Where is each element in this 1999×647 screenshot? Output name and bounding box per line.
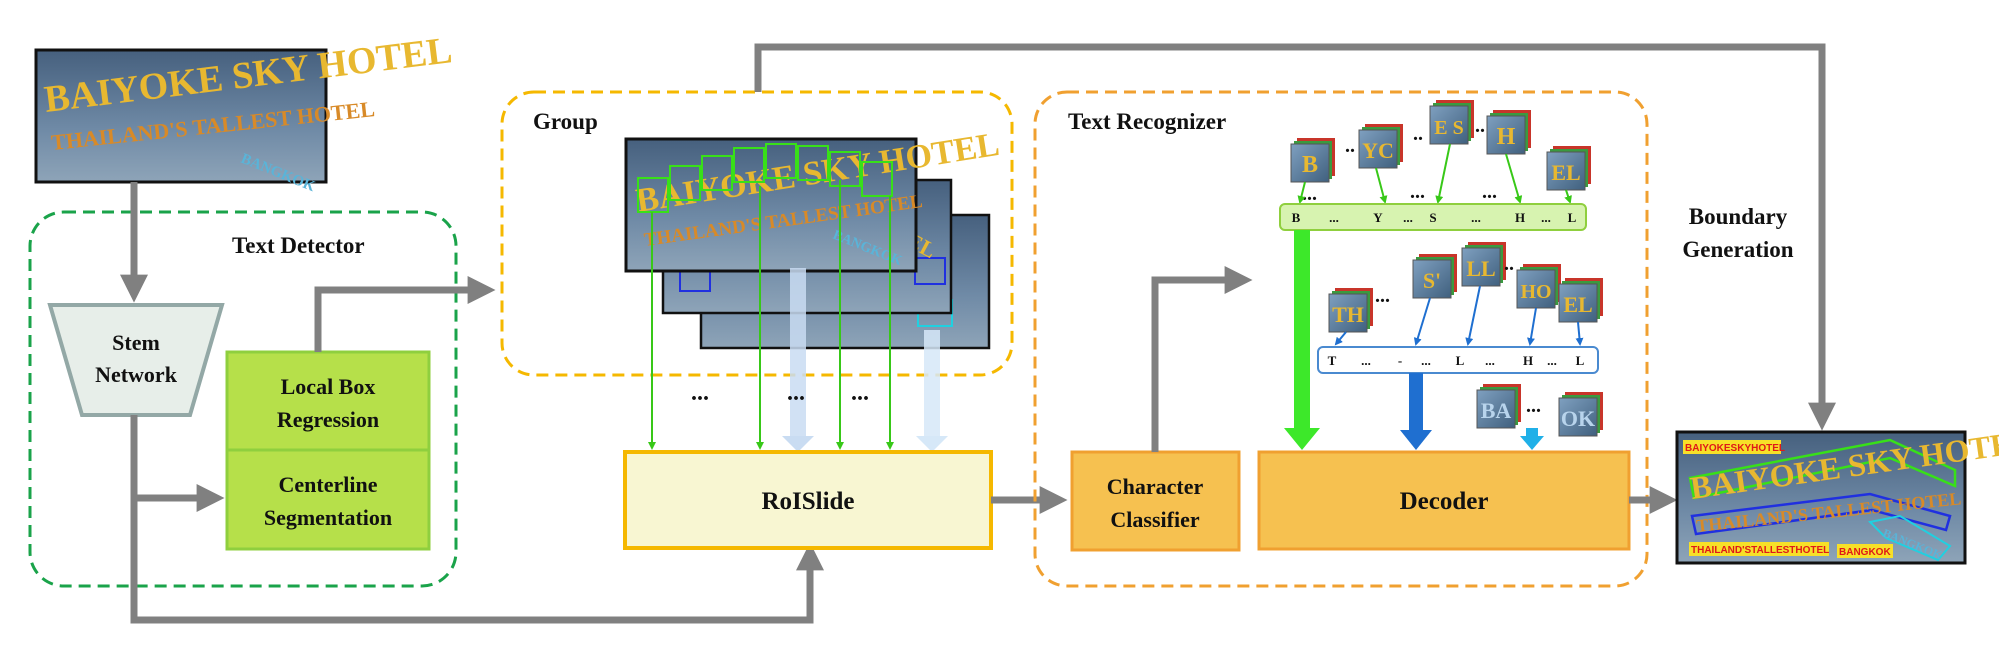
- svg-text:Network: Network: [95, 362, 178, 387]
- svg-text:...: ...: [1526, 395, 1541, 417]
- sequence-bar-blue: [1317, 346, 1599, 374]
- svg-text:E S: E S: [1434, 117, 1463, 139]
- svg-text:EL: EL: [1563, 292, 1592, 317]
- text-recognizer-label: Text Recognizer: [1068, 109, 1226, 134]
- output-tag-2: THAILAND'STALLESTHOTEL: [1691, 545, 1829, 556]
- middle-glyph-arrows: [1334, 285, 1584, 346]
- svg-text:Centerline: Centerline: [279, 472, 378, 497]
- svg-text:...: ...: [1547, 353, 1557, 368]
- text-detector-region: [28, 210, 458, 588]
- svg-text:Classifier: Classifier: [1110, 507, 1199, 532]
- svg-text:YC: YC: [1362, 138, 1394, 163]
- glyph-row-top: B YC E S H EL .. .. .. ... ... ...: [1290, 100, 1591, 205]
- sequence-green-tokens: B ... Y ... S ... H ... L: [1292, 210, 1577, 225]
- svg-text:S': S': [1423, 268, 1441, 293]
- input-image: BAIYOKE SKY HOTEL THAILAND'S TALLEST HOT…: [34, 29, 454, 195]
- svg-text:...: ...: [1329, 210, 1339, 225]
- svg-text:H: H: [1523, 353, 1533, 368]
- output-tag-1: BAIYOKESKYHOTEL: [1685, 443, 1785, 454]
- svg-text:HO: HO: [1520, 281, 1551, 303]
- svg-text:Generation: Generation: [1682, 237, 1793, 262]
- svg-text:BA: BA: [1481, 398, 1512, 423]
- svg-text:Character: Character: [1107, 474, 1204, 499]
- svg-text:..: ..: [1504, 253, 1514, 275]
- svg-text:LL: LL: [1466, 256, 1495, 281]
- svg-text:OK: OK: [1561, 406, 1595, 431]
- group-dots-a: ...: [691, 380, 709, 406]
- svg-text:TH: TH: [1332, 302, 1364, 327]
- svg-text:B: B: [1302, 152, 1318, 178]
- svg-text:...: ...: [1410, 181, 1425, 203]
- group-label: Group: [533, 109, 598, 134]
- svg-text:...: ...: [1421, 353, 1431, 368]
- output-tag-3: BANGKOK: [1839, 547, 1891, 558]
- svg-text:S: S: [1429, 210, 1436, 225]
- boundary-generation-label: Boundary: [1689, 204, 1788, 229]
- group-crop-front: BAIYOKE SKY HOTEL THAILAND'S TALLEST HOT…: [624, 126, 1002, 273]
- output-image: BAIYOKE SKY HOTEL THAILAND'S TALLEST HOT…: [1675, 422, 1999, 565]
- group-dots-b: ...: [787, 380, 805, 406]
- top-glyph-arrows: [1297, 143, 1572, 204]
- arrow-regression-to-group: [314, 276, 496, 352]
- svg-text:...: ...: [1482, 181, 1497, 203]
- svg-text:H: H: [1515, 210, 1525, 225]
- arrow-classifier-to-sequence: [1151, 266, 1253, 452]
- svg-text:..: ..: [1345, 135, 1355, 157]
- text-recognizer-region: [1033, 90, 1649, 588]
- svg-text:...: ...: [1375, 285, 1390, 307]
- sampling-arrows: [648, 180, 894, 450]
- centerline-segmentation: [225, 448, 431, 551]
- decoder-box: [1257, 450, 1631, 551]
- blue-arrow-to-decoder: [1409, 373, 1423, 431]
- character-classifier: [1070, 450, 1241, 552]
- local-box-regression: [225, 350, 431, 452]
- svg-text:EL: EL: [1551, 160, 1580, 185]
- stem-network-label: Stem: [112, 330, 160, 355]
- roislide-label: RoISlide: [761, 488, 854, 515]
- pale-arrow-2: [924, 330, 940, 436]
- svg-text:Y: Y: [1373, 210, 1383, 225]
- text-detector-label: Text Detector: [232, 233, 365, 258]
- green-arrow-to-decoder: [1294, 230, 1310, 430]
- svg-text:T: T: [1328, 353, 1337, 368]
- svg-text:..: ..: [1413, 123, 1423, 145]
- glyph-row-bottom: BA OK ...: [1476, 384, 1603, 437]
- svg-text:...: ...: [1403, 210, 1413, 225]
- sequence-blue-tokens: T ... - ... L ... H ... L: [1328, 353, 1585, 368]
- svg-text:Segmentation: Segmentation: [264, 505, 392, 530]
- svg-text:B: B: [1292, 210, 1301, 225]
- svg-text:Local Box: Local Box: [281, 374, 376, 399]
- svg-text:...: ...: [1471, 210, 1481, 225]
- roislide-box: [623, 450, 993, 550]
- svg-text:...: ...: [1541, 210, 1551, 225]
- svg-text:H: H: [1497, 124, 1516, 150]
- svg-text:-: -: [1398, 353, 1402, 368]
- arrow-stem-to-roislide: [130, 415, 824, 624]
- svg-text:L: L: [1456, 353, 1465, 368]
- svg-text:L: L: [1568, 210, 1577, 225]
- cyan-arrow-to-decoder: [1526, 428, 1538, 438]
- stem-network: [47, 303, 225, 417]
- svg-text:Regression: Regression: [277, 407, 379, 432]
- group-region: [500, 90, 1014, 377]
- glyph-row-middle: TH S' LL HO EL ... ..: [1328, 242, 1603, 333]
- svg-text:..: ..: [1475, 115, 1485, 137]
- arrow-group-to-boundary: [754, 43, 1836, 431]
- pale-arrow-1: [790, 268, 806, 436]
- decoder-label: Decoder: [1400, 488, 1489, 515]
- svg-text:...: ...: [1485, 353, 1495, 368]
- svg-text:...: ...: [1302, 183, 1317, 205]
- svg-text:L: L: [1576, 353, 1585, 368]
- sequence-bar-green: [1279, 203, 1587, 231]
- svg-text:...: ...: [1361, 353, 1371, 368]
- group-dots-c: ...: [851, 380, 869, 406]
